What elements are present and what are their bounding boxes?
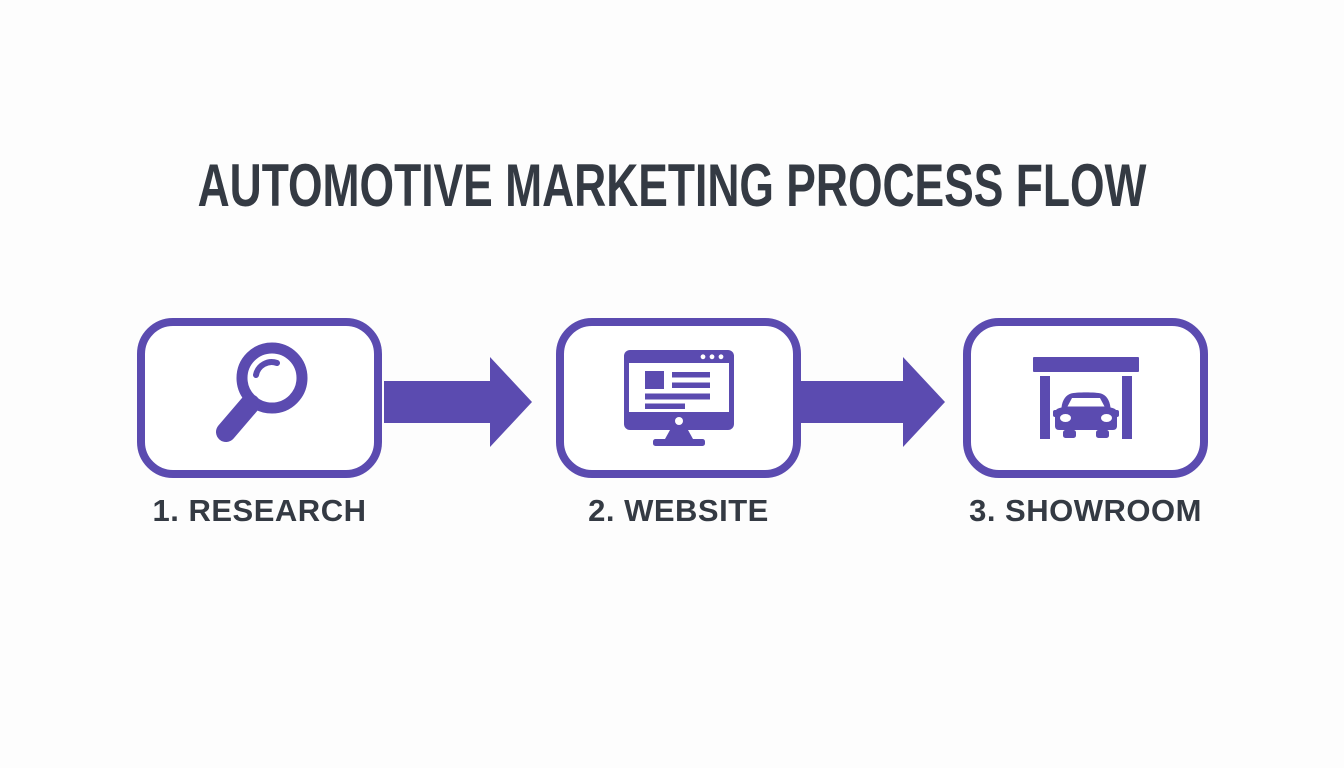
step-label-research: 1. RESEARCH	[152, 493, 367, 528]
page-title: AUTOMOTIVE MARKETING PROCESS FLOW	[197, 152, 1147, 219]
magnifier-icon	[216, 342, 308, 442]
monitor-website-icon	[623, 350, 734, 446]
arrow-right-icon	[797, 357, 945, 447]
arrow-right-icon	[384, 357, 532, 447]
step-box-website	[556, 318, 801, 478]
step-label-website: 2. WEBSITE	[588, 493, 769, 528]
step-box-showroom	[963, 318, 1208, 478]
car-showroom-icon	[1032, 357, 1139, 439]
step-box-research	[137, 318, 382, 478]
step-label-showroom: 3. SHOWROOM	[969, 493, 1202, 528]
